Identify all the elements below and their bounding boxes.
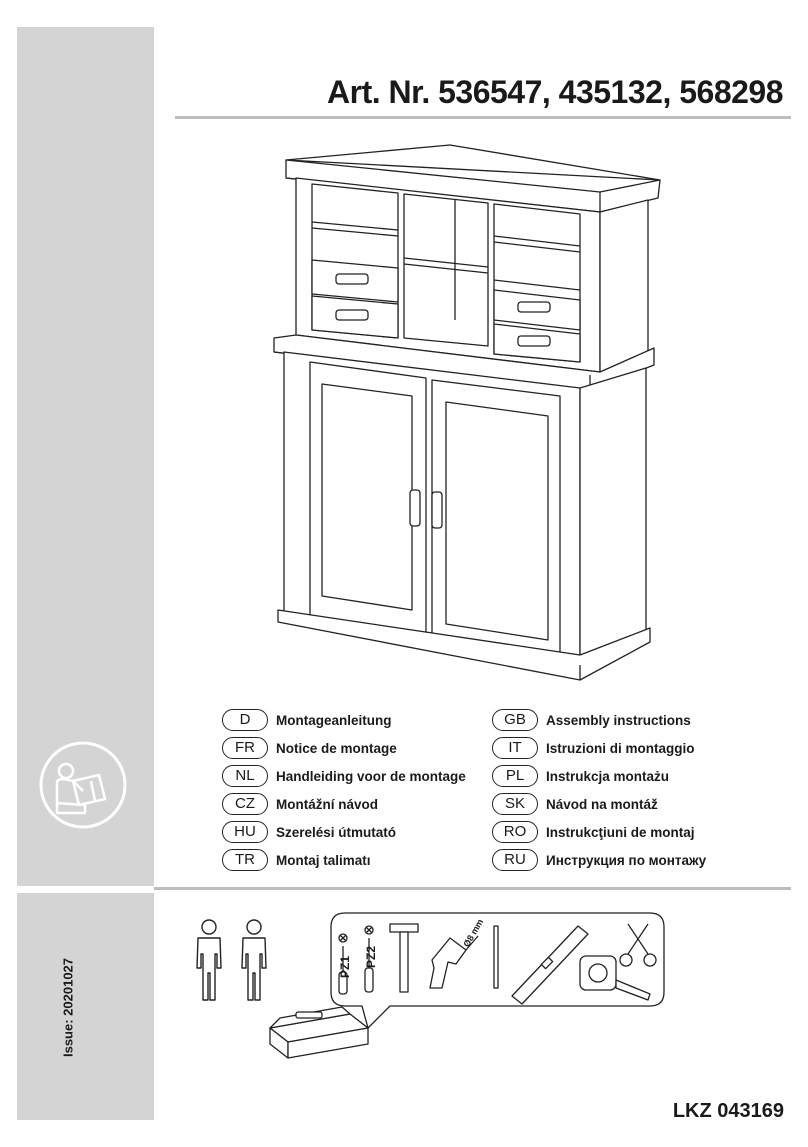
lang-item-sk: SK Návod na montáž	[492, 793, 658, 815]
lang-code-badge: RU	[492, 849, 538, 871]
lang-label: Instrukcja montażu	[546, 768, 670, 784]
two-persons-icon	[196, 919, 267, 1001]
issue-date: Issue: 20201027	[60, 957, 76, 1058]
lang-code-badge: CZ	[222, 793, 268, 815]
section-divider	[154, 887, 791, 890]
lang-item-tr: TR Montaj talimatı	[222, 849, 371, 871]
lang-label: Montážní návod	[276, 796, 378, 812]
lang-code-badge: PL	[492, 765, 538, 787]
toolbox-icon	[269, 1006, 369, 1059]
lkz-code: LKZ 043169	[672, 1100, 784, 1122]
lang-label: Montaj talimatı	[276, 852, 371, 868]
lang-code-badge: RO	[492, 821, 538, 843]
screwdriver-icon	[364, 938, 374, 993]
hammer-icon	[389, 923, 419, 993]
lang-code-badge: HU	[222, 821, 268, 843]
tools-panel	[269, 912, 665, 1059]
person-icon	[196, 919, 222, 1001]
screwdriver-icon	[338, 946, 348, 995]
cross-icon	[338, 933, 348, 943]
lang-label: Návod na montáž	[546, 796, 658, 812]
article-number-title: Art. Nr. 536547, 435132, 568298	[327, 74, 783, 110]
lang-label: Handleiding voor de montage	[276, 768, 466, 784]
lang-code-badge: D	[222, 709, 268, 731]
pz2-label: PZ2	[364, 945, 379, 969]
drill-icon	[429, 935, 479, 989]
title-divider	[175, 116, 791, 119]
person-icon	[241, 919, 267, 1001]
lang-code-badge: IT	[492, 737, 538, 759]
lang-code-badge: GB	[492, 709, 538, 731]
pz1-label: PZ1	[338, 955, 353, 979]
lang-label: Istruzioni di montaggio	[546, 740, 695, 756]
lang-item-nl: NL Handleiding voor de montage	[222, 765, 466, 787]
lang-item-d: D Montageanleitung	[222, 709, 392, 731]
lang-code-badge: FR	[222, 737, 268, 759]
sidebar-bottom-band	[17, 893, 154, 1120]
scissors-icon	[619, 923, 657, 967]
lang-label: Szerelési útmutató	[276, 824, 397, 840]
lang-label: Montageanleitung	[276, 712, 392, 728]
read-manual-icon	[39, 741, 127, 829]
lang-label: Assembly instructions	[546, 712, 691, 728]
cabinet-illustration	[273, 144, 661, 681]
lang-item-ro: RO Instrukcţiuni de montaj	[492, 821, 695, 843]
lang-code-badge: SK	[492, 793, 538, 815]
lang-item-pl: PL Instrukcja montażu	[492, 765, 669, 787]
lang-code-badge: NL	[222, 765, 268, 787]
lang-label: Notice de montage	[276, 740, 397, 756]
lang-code-badge: TR	[222, 849, 268, 871]
lang-item-it: IT Istruzioni di montaggio	[492, 737, 695, 759]
spirit-level-icon	[511, 925, 589, 1005]
lang-label: Инструкция по монтажу	[546, 852, 707, 868]
pencil-icon	[493, 925, 499, 989]
lang-item-cz: CZ Montážní návod	[222, 793, 378, 815]
tape-measure-icon	[579, 955, 651, 1001]
lang-item-ru: RU Инструкция по монтажу	[492, 849, 706, 871]
lang-item-fr: FR Notice de montage	[222, 737, 397, 759]
cross-icon	[364, 925, 374, 935]
lang-label: Instrukcţiuni de montaj	[546, 824, 695, 840]
lang-item-hu: HU Szerelési útmutató	[222, 821, 396, 843]
lang-item-gb: GB Assembly instructions	[492, 709, 691, 731]
